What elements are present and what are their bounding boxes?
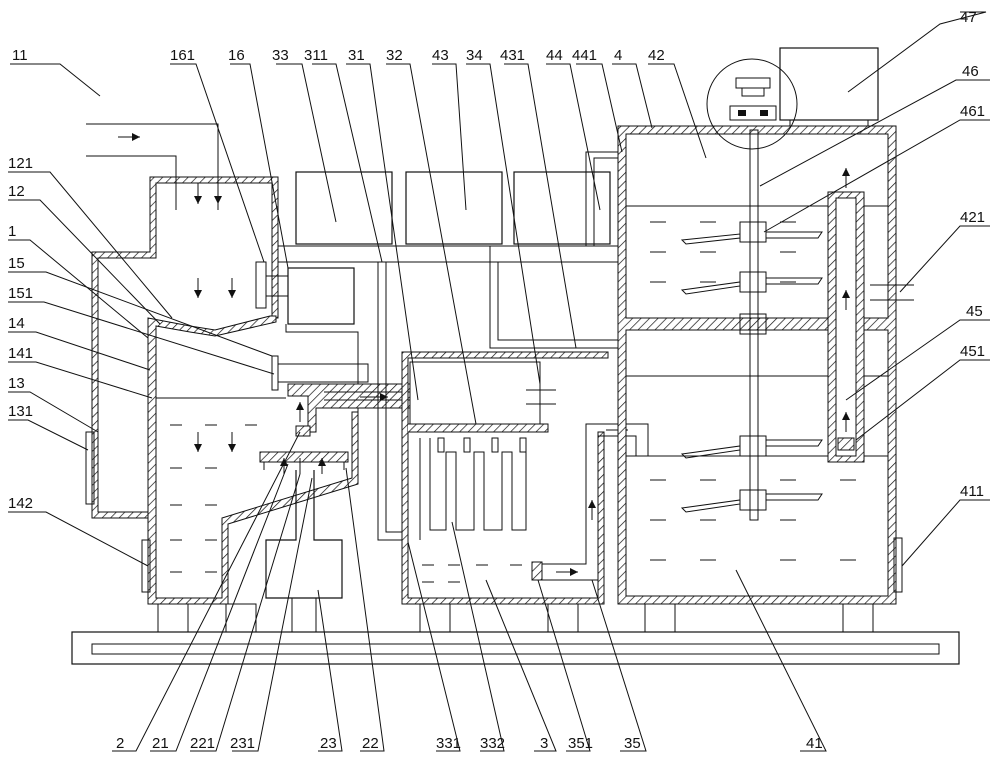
label: 351 [568,735,593,752]
label: 16 [228,47,245,64]
pipe-2 [287,383,411,437]
drain-port-142 [141,539,151,593]
label: 121 [8,155,33,172]
label: 141 [8,345,33,362]
valve-351 [531,561,543,581]
label: 221 [190,735,215,752]
inlet-pipe-11 [86,123,236,298]
label: 461 [960,103,985,120]
label: 2 [116,735,124,752]
label: 23 [320,735,337,752]
label: 32 [386,47,403,64]
housing-32 [409,361,541,425]
label: 22 [362,735,379,752]
label: 31 [348,47,365,64]
label: 12 [8,183,25,200]
label: 11 [12,47,28,64]
label: 14 [8,315,25,332]
label: 47 [960,9,977,26]
riser-pipe-45 [827,168,865,463]
labels-bottom: 2 21 221 231 23 22 331 332 3 351 35 41 [116,735,823,752]
stirring-shaft-46 [680,129,823,521]
label: 332 [480,735,505,752]
label: 21 [152,735,169,752]
side-port-131 [85,431,95,505]
label: 46 [962,63,979,80]
motor-47 [706,47,879,150]
label: 43 [432,47,449,64]
label: 33 [272,47,289,64]
label: 451 [960,343,985,360]
label: 131 [8,403,33,420]
label: 331 [436,735,461,752]
spray-head-21 [259,451,349,474]
label: 231 [230,735,255,752]
label: 1 [8,223,16,240]
label: 151 [8,285,33,302]
label: 44 [546,47,563,64]
label: 161 [170,47,195,64]
tank-3 [401,351,609,605]
label: 4 [614,47,622,64]
label: 45 [966,303,983,320]
drain-port-411 [893,537,903,593]
labels-top: 11 161 16 33 311 31 32 43 34 431 44 441 … [12,9,977,64]
pump-23 [265,470,343,632]
control-boxes [278,151,622,541]
label: 13 [8,375,25,392]
labels-right: 46 461 421 45 451 411 [960,63,985,500]
inner-tank-14 [141,315,359,605]
label: 3 [540,735,548,752]
label: 431 [500,47,525,64]
box-33 [295,171,393,245]
label: 411 [960,483,984,500]
base-platform [71,603,960,665]
pipe-35 [542,423,649,581]
label: 441 [572,47,597,64]
box-43 [405,171,503,245]
box-44 [513,171,611,245]
label: 15 [8,255,25,272]
label: 311 [304,47,328,64]
leader-lines [8,11,990,752]
label: 34 [466,47,483,64]
detail-circle [706,58,798,150]
motor-16 [255,261,359,412]
label: 42 [648,47,665,64]
label: 41 [806,735,823,752]
label: 142 [8,495,33,512]
labels-left: 121 12 1 15 151 14 141 13 131 142 [8,155,33,512]
tank-4 [617,125,914,605]
label: 35 [624,735,641,752]
label: 421 [960,209,985,226]
